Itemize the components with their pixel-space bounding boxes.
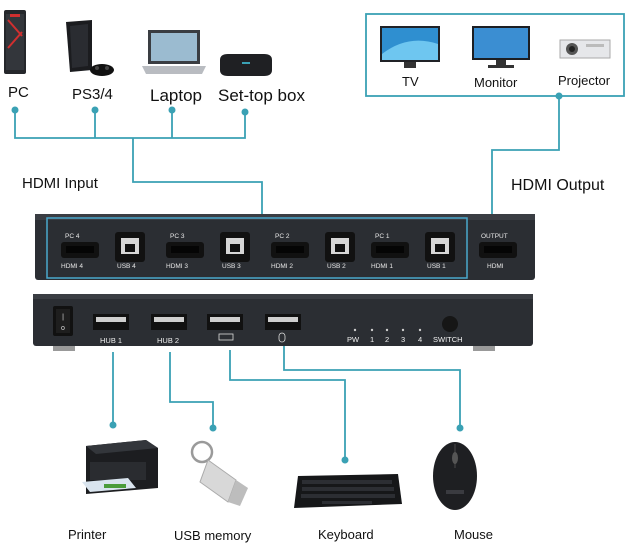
hdmi-input-line [132,138,263,222]
hub1-label: HUB 1 [100,336,122,345]
pc-tower-icon [4,10,26,74]
hub2-label: HUB 2 [157,336,179,345]
usb-device-label-mouse: Mouse [454,527,494,542]
kvm-front-panel: | o HUB 1 HUB 2 PW 1 [33,294,533,351]
switch-button: SWITCH [433,316,463,344]
port-group-pc3: PC 3 HDMI 3 USB 3 [166,232,250,270]
port-usb-label: USB 2 [327,263,346,270]
mouse-icon [433,442,477,510]
keyboard-line [229,350,346,460]
output-label-monitor: Monitor [474,75,518,90]
status-leds: PW 1 2 3 4 [347,328,422,344]
svg-text:3: 3 [401,335,405,344]
usb-device-label-usb-memory: USB memory [174,528,252,543]
usb-a-port-hub2: HUB 2 [151,314,187,345]
keyboard-icon [294,474,402,508]
port-usb-label: USB 3 [222,263,241,270]
svg-text:2: 2 [385,335,389,344]
hdmi-output-label: HDMI Output [511,177,605,194]
set-top-box-icon [220,54,272,76]
port-usb-label: USB 4 [117,263,136,270]
usb-device-label-printer: Printer [68,527,107,542]
source-label-set-top-box: Set-top box [218,86,305,105]
switch-label: SWITCH [433,335,463,344]
source-label-laptop: Laptop [150,86,202,105]
port-pc-label: PC 3 [170,233,185,240]
game-console-icon [66,20,114,76]
port-output-hdmi-label: HDMI [487,263,504,270]
output-devices-frame [365,13,625,97]
tv-icon [380,26,440,68]
port-output-label: OUTPUT [481,233,508,240]
port-hdmi-label: HDMI 4 [61,263,83,270]
usb-a-port-mouse [265,314,301,343]
power-rocker-switch: | o [53,306,73,336]
source-label-pc: PC [8,84,29,101]
usb-a-port-keyboard [207,314,243,341]
port-pc-label: PC 4 [65,233,80,240]
hdmi-output-line [491,96,560,222]
hdmi-input-label: HDMI Input [22,175,98,192]
usb-a-port-hub1: HUB 1 [93,314,129,345]
port-usb-label: USB 1 [427,263,446,270]
port-group-pc4: PC 4 HDMI 4 USB 4 [61,232,145,270]
projector-icon [559,39,611,59]
port-group-pc1: PC 1 HDMI 1 USB 1 [371,232,455,270]
usb-device-label-keyboard: Keyboard [318,527,374,542]
printer-icon [82,440,158,494]
output-label-tv: TV [402,74,419,89]
mouse-glyph-icon [278,332,286,343]
usb-memory-icon [190,440,248,506]
port-hdmi-label: HDMI 2 [271,263,293,270]
svg-text:PW: PW [347,335,360,344]
usb-memory-line [169,352,214,428]
input-ports-highlight [46,217,468,279]
output-label-projector: Projector [558,73,611,88]
svg-text:4: 4 [418,335,422,344]
source-bus-line [14,110,246,139]
laptop-icon [142,30,206,74]
svg-text:|: | [62,314,64,321]
port-pc-label: PC 2 [275,233,290,240]
keyboard-glyph-icon [218,333,234,341]
port-hdmi-label: HDMI 1 [371,263,393,270]
port-pc-label: PC 1 [375,233,390,240]
kvm-rear-panel: PC 4 HDMI 4 USB 4 PC 3 HDMI 3 USB 3 PC 2… [35,214,535,280]
svg-text:o: o [61,325,65,332]
source-label-ps: PS3/4 [72,86,113,103]
svg-text:1: 1 [370,335,374,344]
port-group-pc2: PC 2 HDMI 2 USB 2 [271,232,355,270]
port-hdmi-label: HDMI 3 [166,263,188,270]
port-group-output: OUTPUT HDMI [479,233,517,270]
mouse-line [283,345,461,428]
monitor-icon [472,26,530,68]
